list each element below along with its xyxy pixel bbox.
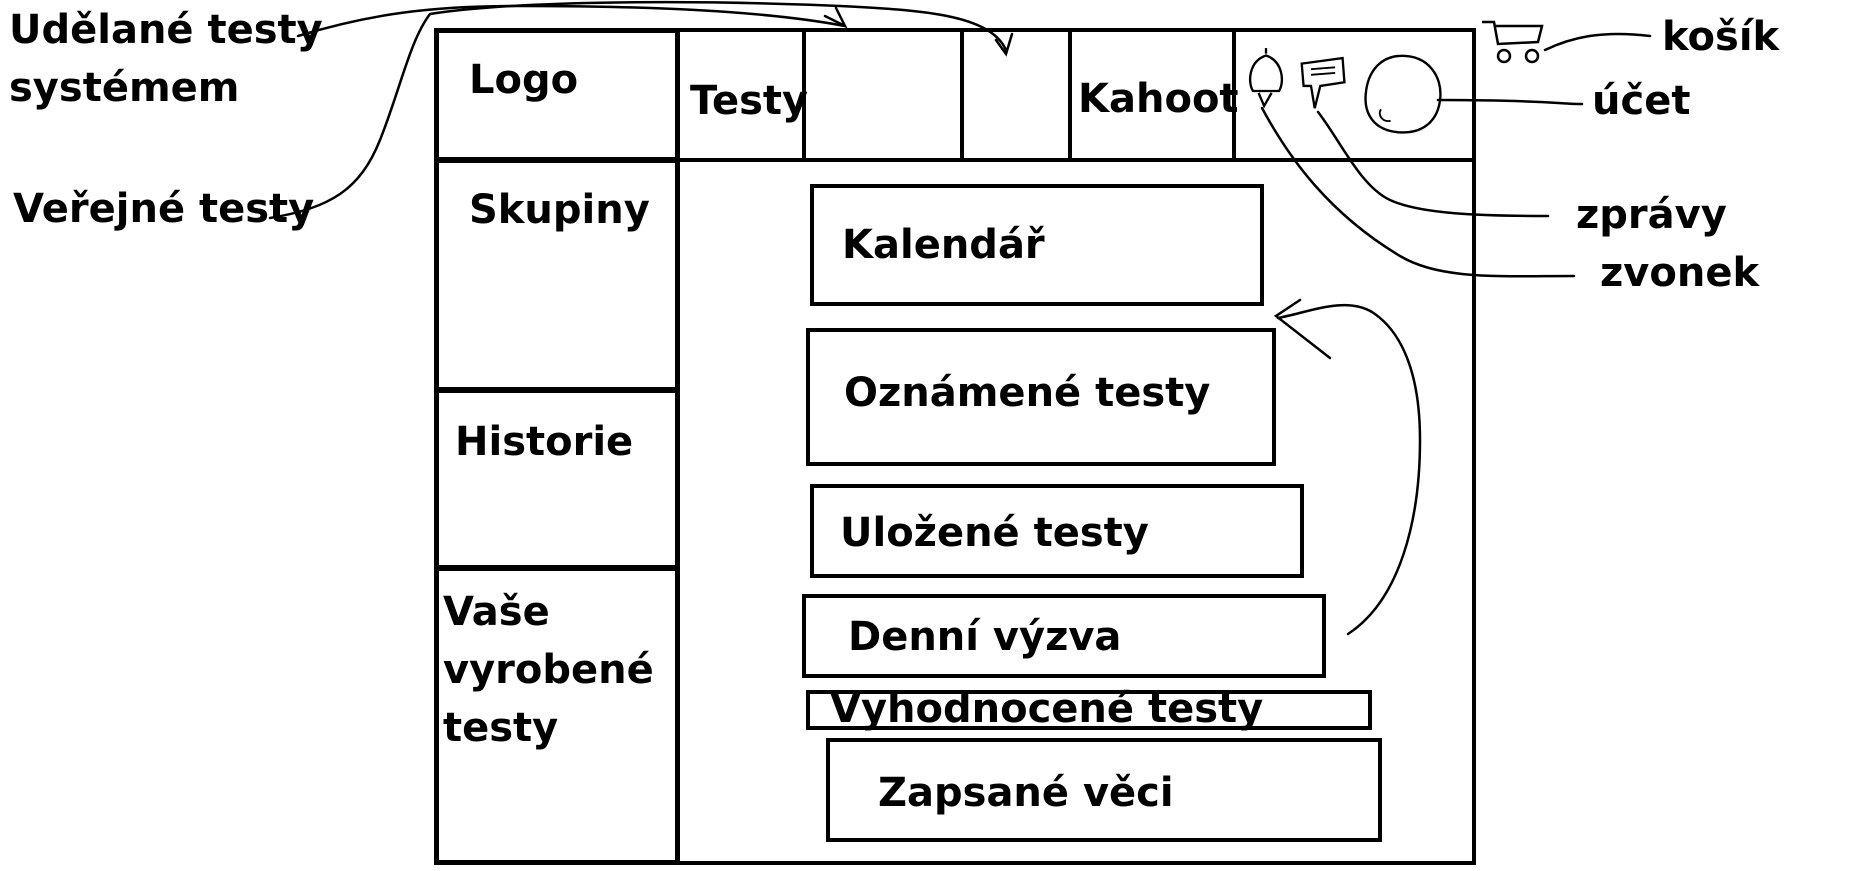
sidebar-item-skupiny-label: Skupiny <box>469 187 650 233</box>
card-zapsane-veci[interactable]: Zapsané věci <box>826 738 1382 842</box>
card-ulozene-testy-label: Uložené testy <box>840 510 1149 556</box>
card-vyhodnocene-testy[interactable]: Vyhodnocené testy <box>806 686 1372 732</box>
line-zpravy <box>1316 110 1550 218</box>
line-ucet <box>1436 98 1584 106</box>
sidebar-item-historie[interactable]: Historie <box>434 388 680 570</box>
sidebar-item-historie-label: Historie <box>455 419 634 465</box>
avatar-icon[interactable] <box>1360 50 1446 140</box>
annotation-zvonek: zvonek <box>1600 250 1760 296</box>
nav-verejne-testy[interactable] <box>960 28 1072 162</box>
arrow-denni-vyzva <box>1276 303 1422 636</box>
card-zapsane-veci-label: Zapsané věci <box>878 770 1174 816</box>
annotation-ucet: účet <box>1592 78 1691 124</box>
arrowhead-udelane-testy <box>823 6 848 29</box>
annotation-kosik: košík <box>1662 14 1780 60</box>
card-denni-vyzva[interactable]: Denní výzva <box>802 594 1326 678</box>
arrowhead-verejne-testy <box>994 32 1014 57</box>
sidebar-item-vase-testy[interactable]: Vaše vyrobené testy <box>434 566 680 865</box>
card-ulozene-testy[interactable]: Uložené testy <box>810 484 1304 578</box>
nav-kahoot-label: Kahoot <box>1078 76 1239 122</box>
nav-udelane-testy[interactable] <box>802 28 964 162</box>
bell-icon[interactable] <box>1238 44 1294 110</box>
card-oznamene-testy-label: Oznámené testy <box>844 370 1211 416</box>
nav-kahoot[interactable]: Kahoot <box>1068 28 1239 162</box>
card-kalendar[interactable]: Kalendář <box>810 184 1264 306</box>
arrowhead-denni-vyzva <box>1273 298 1332 360</box>
nav-testy[interactable]: Testy <box>676 28 809 162</box>
line-kosik <box>1543 32 1652 52</box>
cart-icon[interactable] <box>1480 16 1560 76</box>
logo[interactable]: Logo <box>434 28 680 162</box>
annotation-verejne-testy: Veřejné testy <box>13 186 315 232</box>
card-denni-vyzva-label: Denní výzva <box>848 614 1122 660</box>
card-oznamene-testy[interactable]: Oznámené testy <box>806 328 1276 466</box>
header-icons <box>1232 28 1476 162</box>
chat-bubble-icon[interactable] <box>1298 54 1350 116</box>
card-vyhodnocene-testy-label: Vyhodnocené testy <box>830 686 1264 732</box>
logo-label: Logo <box>469 57 579 103</box>
arrow-verejne-testy <box>268 0 1008 220</box>
nav-testy-label: Testy <box>690 78 809 124</box>
sidebar-item-skupiny[interactable]: Skupiny <box>434 158 680 392</box>
annotation-zpravy: zprávy <box>1576 192 1727 238</box>
line-zvonek <box>1260 106 1576 278</box>
sidebar-item-vase-testy-label: Vaše vyrobené testy <box>443 589 654 751</box>
card-kalendar-label: Kalendář <box>842 222 1045 268</box>
annotation-udelane-testy: Udělané testy systémem <box>9 7 323 111</box>
